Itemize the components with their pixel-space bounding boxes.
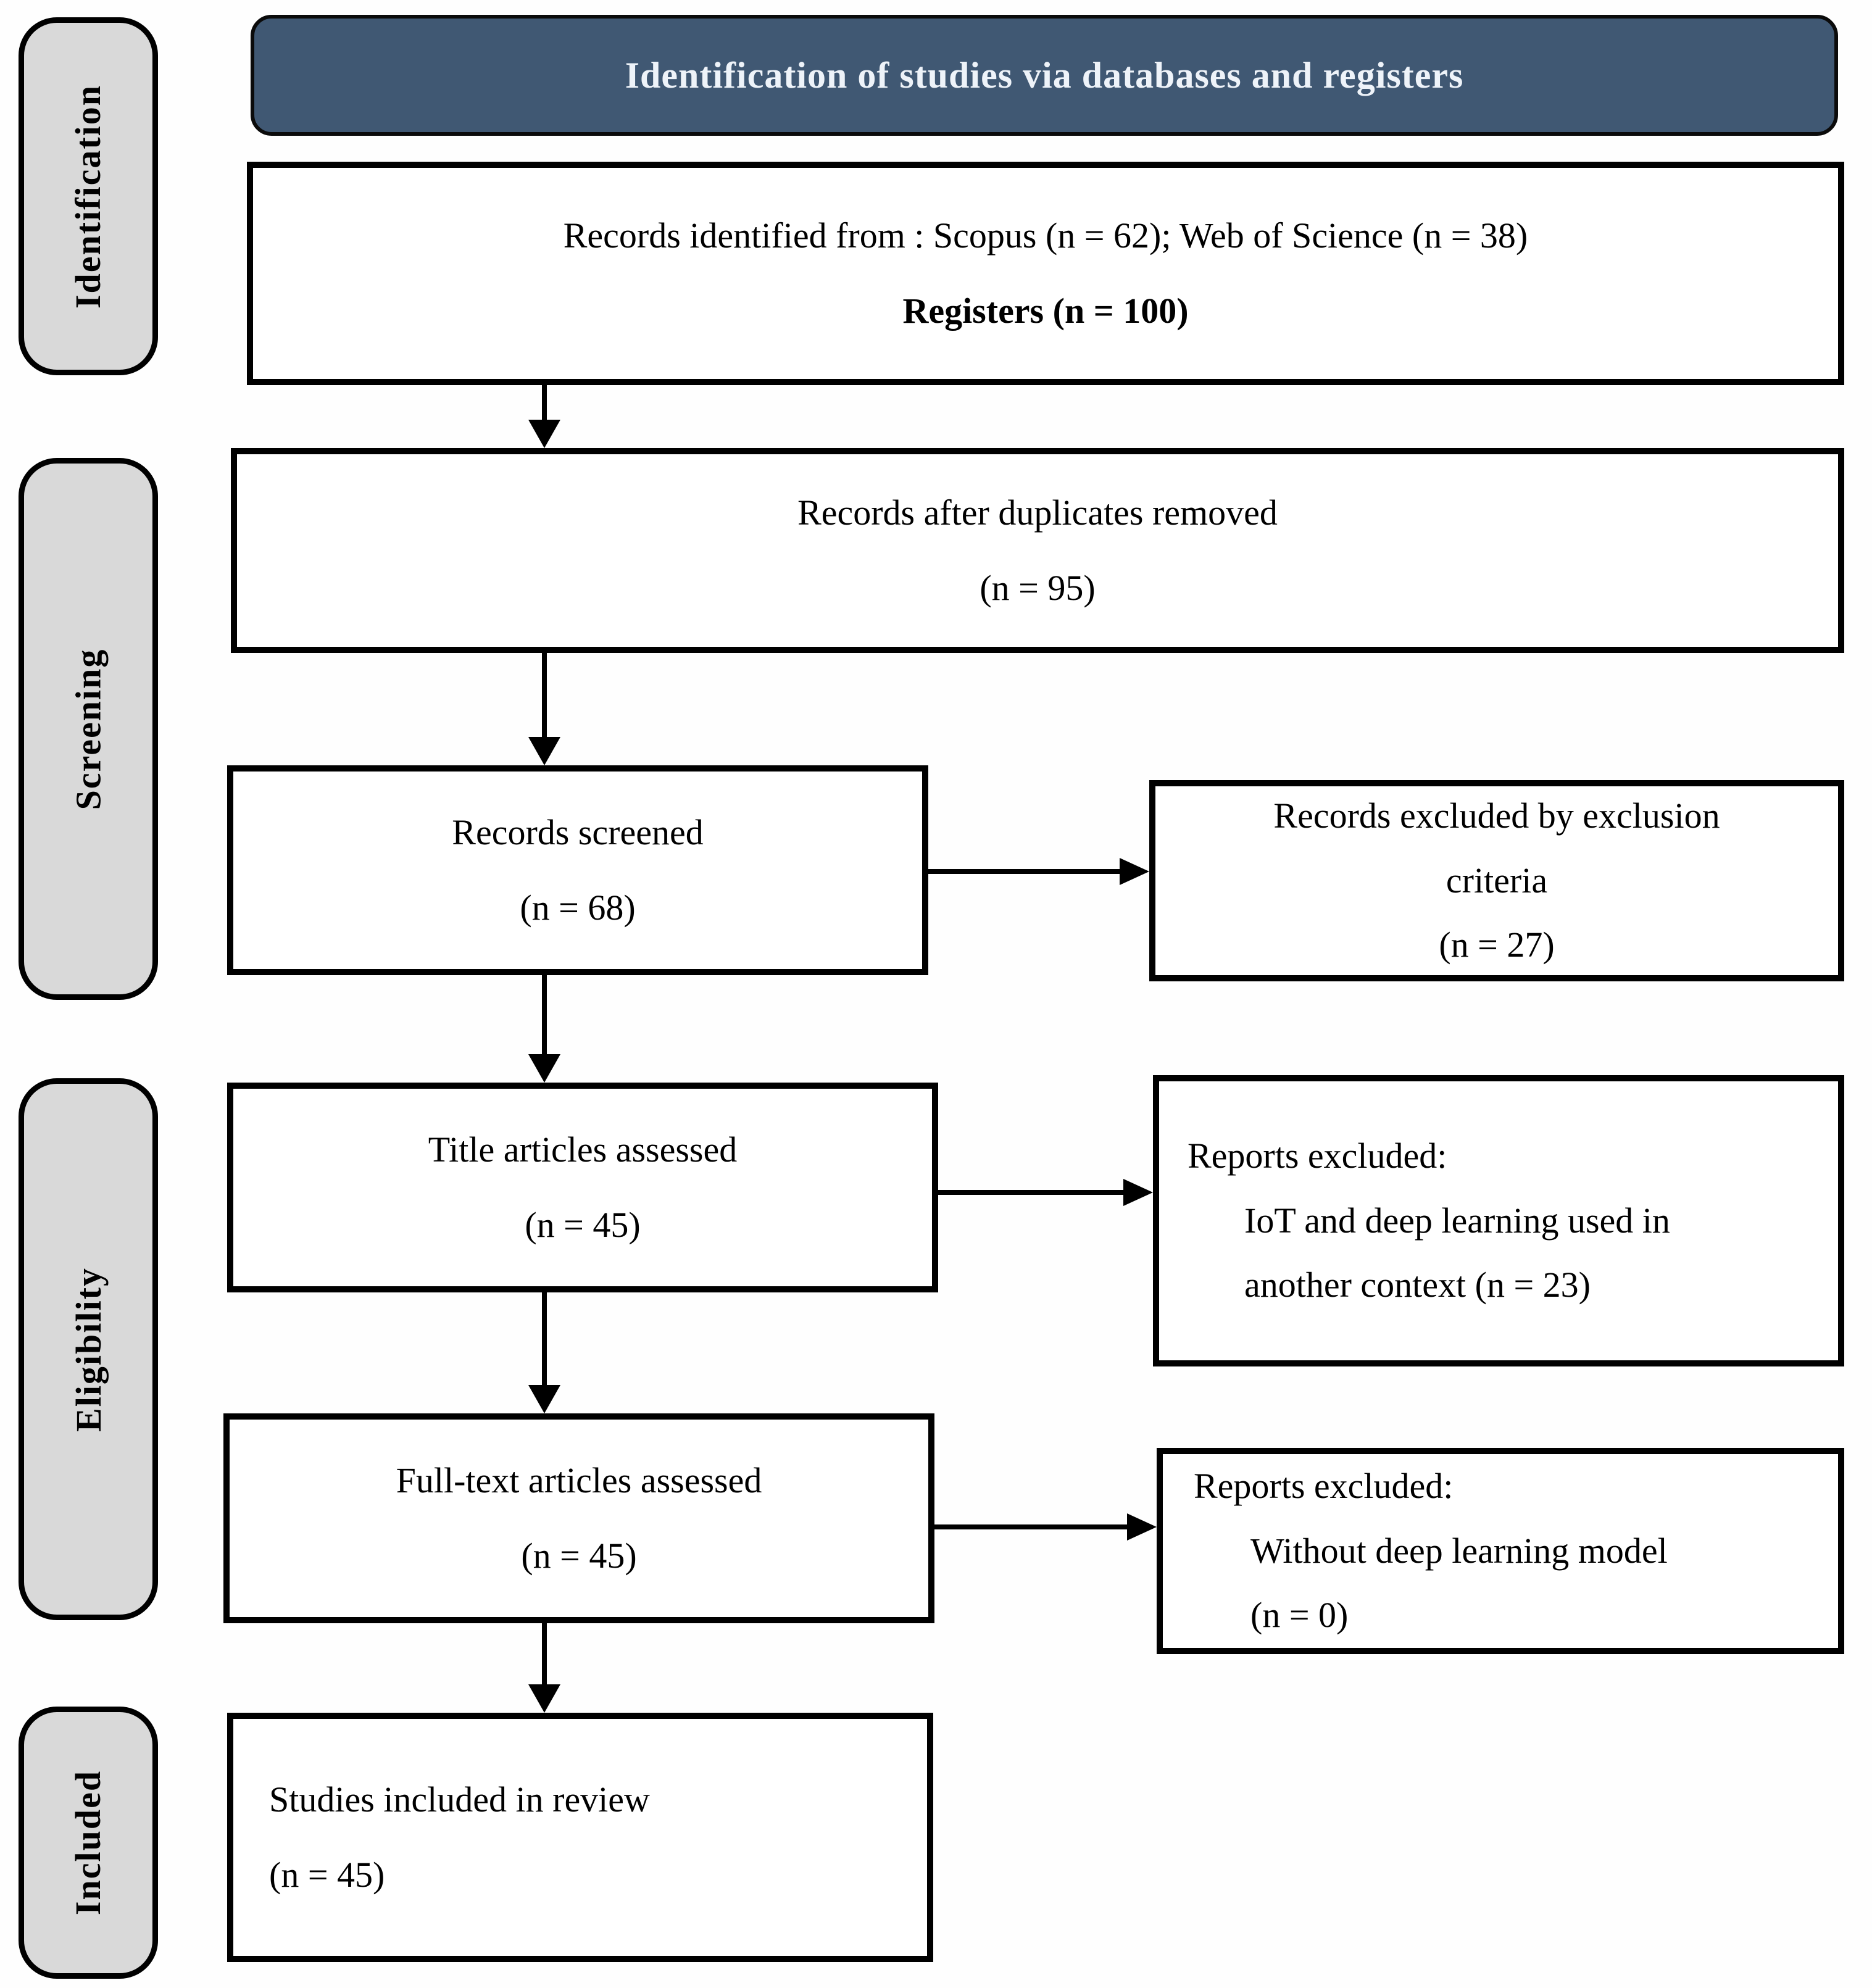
box-records-excluded: Records excluded by exclusion criteria (… [1149, 780, 1844, 981]
records-screened-line2: (n = 68) [520, 887, 636, 928]
title-assessed-line2: (n = 45) [525, 1204, 641, 1245]
reports-excluded-context-line2: IoT and deep learning used in [1244, 1200, 1670, 1241]
title-assessed-line1: Title articles assessed [428, 1129, 738, 1170]
phase-included-label: Included [68, 1770, 109, 1916]
duplicates-removed-line2: (n = 95) [980, 567, 1096, 608]
records-screened-line1: Records screened [452, 812, 704, 852]
box-reports-excluded-context: Reports excluded: IoT and deep learning … [1153, 1075, 1844, 1366]
arrow-head-down-icon [528, 1054, 560, 1083]
arrow-title-to-excluded [938, 1179, 1153, 1206]
phase-eligibility: Eligibility [19, 1078, 158, 1620]
phase-identification: Identification [19, 17, 158, 375]
arrow-line [542, 1623, 547, 1687]
studies-included-line1: Studies included in review [269, 1779, 650, 1820]
header-banner: Identification of studies via databases … [251, 15, 1838, 136]
arrow-line [938, 1190, 1126, 1195]
box-duplicates-removed: Records after duplicates removed (n = 95… [231, 448, 1844, 653]
header-title: Identification of studies via databases … [625, 54, 1464, 96]
reports-excluded-context-line1: Reports excluded: [1188, 1135, 1447, 1176]
arrow-identified-to-duplicates [528, 385, 560, 448]
reports-excluded-context-line3: another context (n = 23) [1244, 1265, 1591, 1305]
fulltext-assessed-line2: (n = 45) [521, 1535, 637, 1576]
reports-excluded-model-line1: Reports excluded: [1194, 1465, 1454, 1506]
arrow-head-down-icon [528, 1684, 560, 1713]
arrow-fulltext-to-excluded [934, 1513, 1157, 1541]
arrow-line [934, 1524, 1129, 1529]
arrow-screened-to-excluded [928, 858, 1149, 885]
arrow-head-right-icon [1123, 1179, 1153, 1206]
arrow-fulltext-to-included [528, 1623, 560, 1713]
records-identified-line1: Records identified from : Scopus (n = 62… [563, 215, 1528, 256]
box-studies-included: Studies included in review (n = 45) [227, 1713, 933, 1962]
duplicates-removed-line1: Records after duplicates removed [797, 492, 1278, 533]
arrow-head-right-icon [1120, 858, 1149, 885]
phase-identification-label: Identification [68, 84, 109, 309]
phase-screening-label: Screening [68, 648, 109, 810]
phase-eligibility-label: Eligibility [68, 1266, 109, 1432]
records-excluded-line3: (n = 27) [1439, 925, 1555, 965]
box-records-screened: Records screened (n = 68) [227, 765, 928, 975]
reports-excluded-model-line2: Without deep learning model [1250, 1530, 1668, 1571]
records-identified-line2: Registers (n = 100) [902, 290, 1189, 331]
arrow-line [542, 975, 547, 1057]
arrow-head-down-icon [528, 737, 560, 765]
arrow-line [542, 1292, 547, 1387]
box-reports-excluded-model: Reports excluded: Without deep learning … [1157, 1448, 1844, 1654]
arrow-line [542, 385, 547, 422]
arrow-screened-to-title [528, 975, 560, 1083]
arrow-head-down-icon [528, 1385, 560, 1413]
reports-excluded-model-line3: (n = 0) [1250, 1595, 1349, 1636]
arrow-head-right-icon [1127, 1513, 1157, 1541]
arrow-head-down-icon [528, 420, 560, 448]
arrow-line [542, 653, 547, 739]
records-excluded-line2: criteria [1446, 860, 1548, 900]
box-fulltext-assessed: Full-text articles assessed (n = 45) [223, 1413, 934, 1623]
records-excluded-line1: Records excluded by exclusion [1273, 795, 1720, 836]
arrow-duplicates-to-screened [528, 653, 560, 765]
studies-included-line2: (n = 45) [269, 1854, 385, 1895]
phase-included: Included [19, 1707, 158, 1979]
box-title-assessed: Title articles assessed (n = 45) [227, 1083, 938, 1292]
arrow-title-to-fulltext [528, 1292, 560, 1413]
arrow-line [928, 869, 1122, 874]
phase-screening: Screening [19, 458, 158, 1000]
fulltext-assessed-line1: Full-text articles assessed [396, 1460, 762, 1500]
box-records-identified: Records identified from : Scopus (n = 62… [247, 162, 1844, 385]
